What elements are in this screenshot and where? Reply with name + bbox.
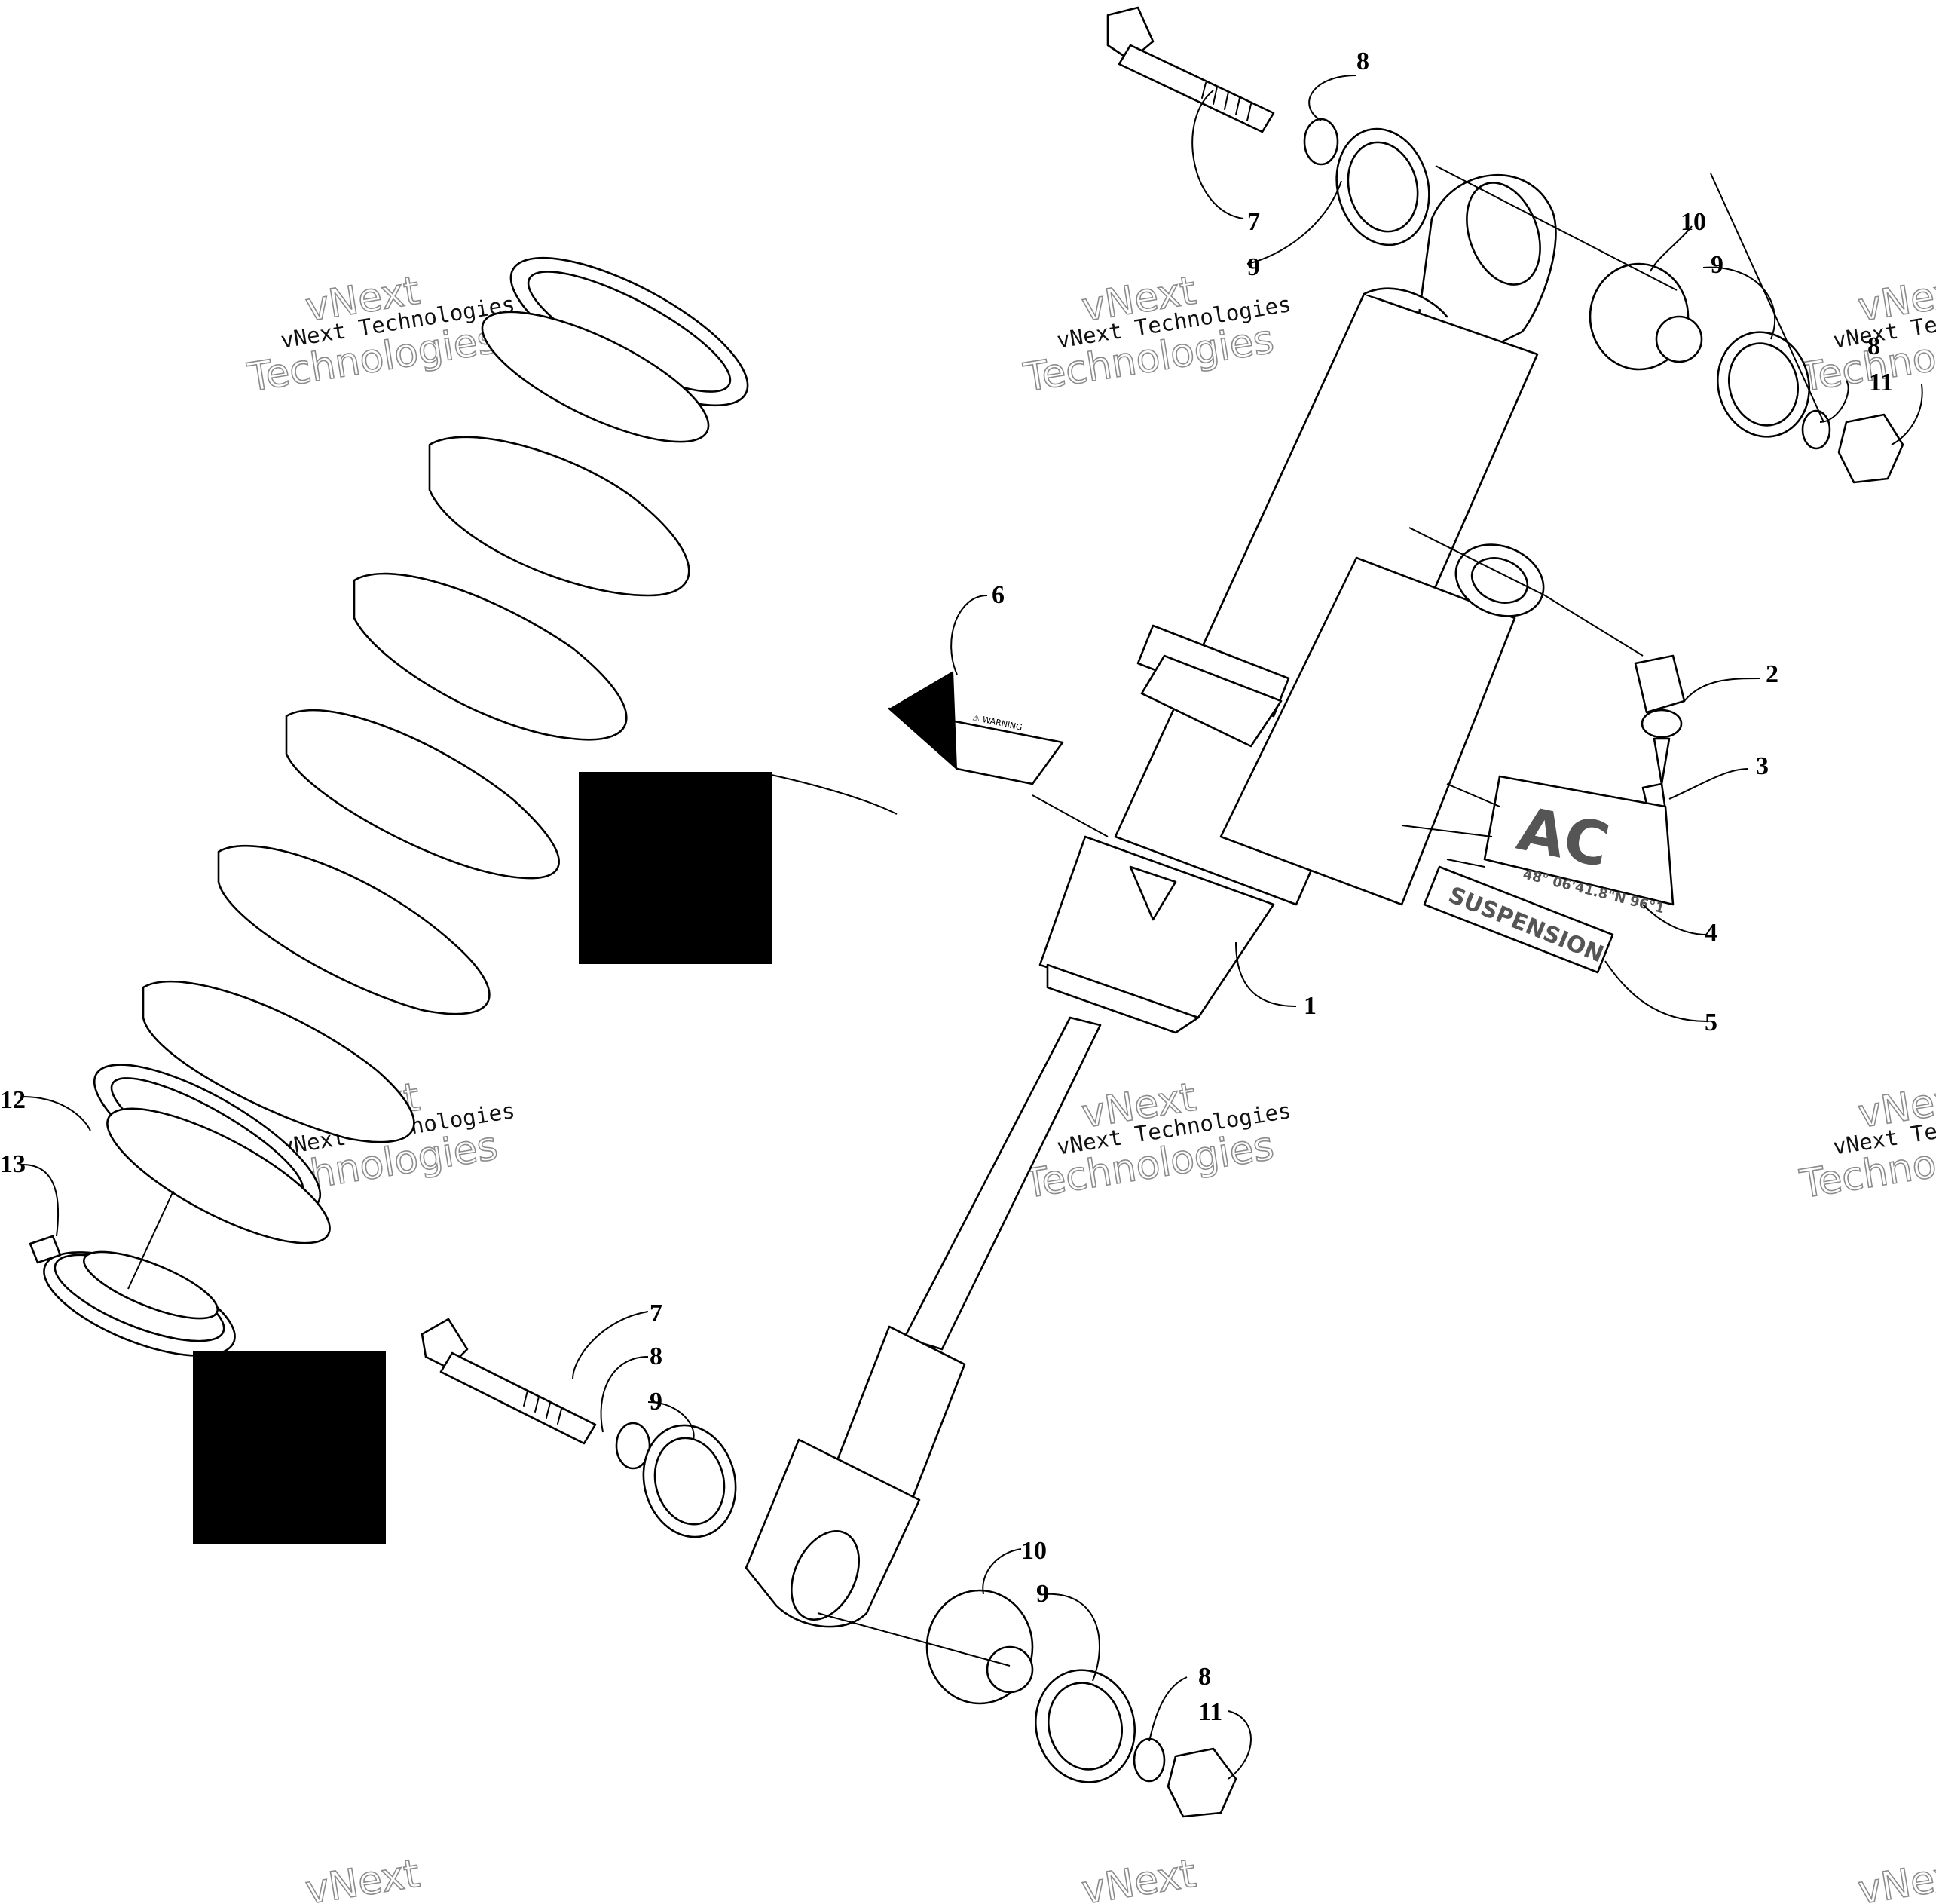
callout-8-top: 8 (1356, 47, 1369, 75)
bottom-washer (615, 1422, 651, 1470)
callout-labels: 1 2 3 4 5 6 7 8 9 10 9 8 11 7 8 9 10 9 8… (0, 47, 1893, 1726)
coil-spring (93, 256, 749, 1244)
watermark-word-vnext: vNext (1079, 1851, 1199, 1904)
callout-5: 5 (1705, 1009, 1717, 1036)
top-bolt (1106, 6, 1275, 133)
watermark-tile: vNext vNext Technologies Technologies (1796, 1074, 1936, 1208)
callout-11-topright: 11 (1869, 369, 1893, 396)
redaction-block (579, 772, 772, 964)
top-right-washer (1801, 409, 1831, 450)
callout-9-top: 9 (1247, 253, 1260, 281)
bottom-right-bushing (1034, 1669, 1136, 1783)
top-washer (1303, 118, 1339, 166)
callout-6: 6 (992, 581, 1005, 609)
callout-9-bottomright: 9 (1036, 1580, 1049, 1608)
bottom-ball-joint (925, 1589, 1034, 1705)
shock-bottom-eyelet (745, 1325, 966, 1628)
callout-8-bottom: 8 (650, 1342, 662, 1370)
callout-13: 13 (0, 1150, 26, 1178)
shock-shaft (903, 1016, 1102, 1351)
callout-1: 1 (1304, 992, 1317, 1020)
bottom-bolt (421, 1318, 597, 1445)
callout-10-bottom: 10 (1021, 1537, 1047, 1565)
bottom-right-nut (1167, 1747, 1237, 1818)
callout-8-topright: 8 (1867, 332, 1880, 360)
callout-4: 4 (1705, 919, 1717, 947)
top-bushing (1335, 127, 1430, 246)
callout-9-bottom: 9 (650, 1388, 662, 1416)
callout-7-bottom: 7 (650, 1299, 662, 1327)
callout-2: 2 (1766, 660, 1778, 688)
leader-lines (22, 75, 1923, 1780)
watermark-tile: vNext (1078, 1850, 1200, 1904)
top-right-nut (1837, 413, 1904, 484)
watermark-tile: vNext vNext Technologies Technologies (243, 268, 516, 402)
warning-decal: ⚠ WARNING (888, 671, 1064, 785)
adjuster-knob (1634, 654, 1686, 785)
callout-3: 3 (1756, 752, 1769, 780)
callout-11-bottomright: 11 (1198, 1698, 1222, 1726)
spring-retainer (29, 1235, 236, 1357)
callout-12: 12 (0, 1086, 26, 1114)
top-ball-joint (1589, 262, 1703, 371)
callout-8-bottomright: 8 (1198, 1663, 1211, 1691)
top-right-bushing (1716, 331, 1811, 438)
callout-9-topright: 9 (1711, 251, 1723, 279)
shock-body (1038, 174, 1557, 1034)
redaction-block (193, 1351, 386, 1544)
watermark-tile: vNext (1855, 1850, 1936, 1904)
watermark-tile: vNext (302, 1850, 424, 1904)
callout-10-top: 10 (1681, 208, 1706, 236)
bottom-bushing (642, 1424, 737, 1538)
watermark-word-vnext: vNext (1855, 1851, 1936, 1904)
watermark-tile: vNext vNext Technologies Technologies (1796, 268, 1936, 402)
bottom-right-washer (1133, 1737, 1166, 1783)
callout-7-top: 7 (1247, 208, 1260, 236)
watermark-word-vnext: vNext (303, 1851, 423, 1904)
